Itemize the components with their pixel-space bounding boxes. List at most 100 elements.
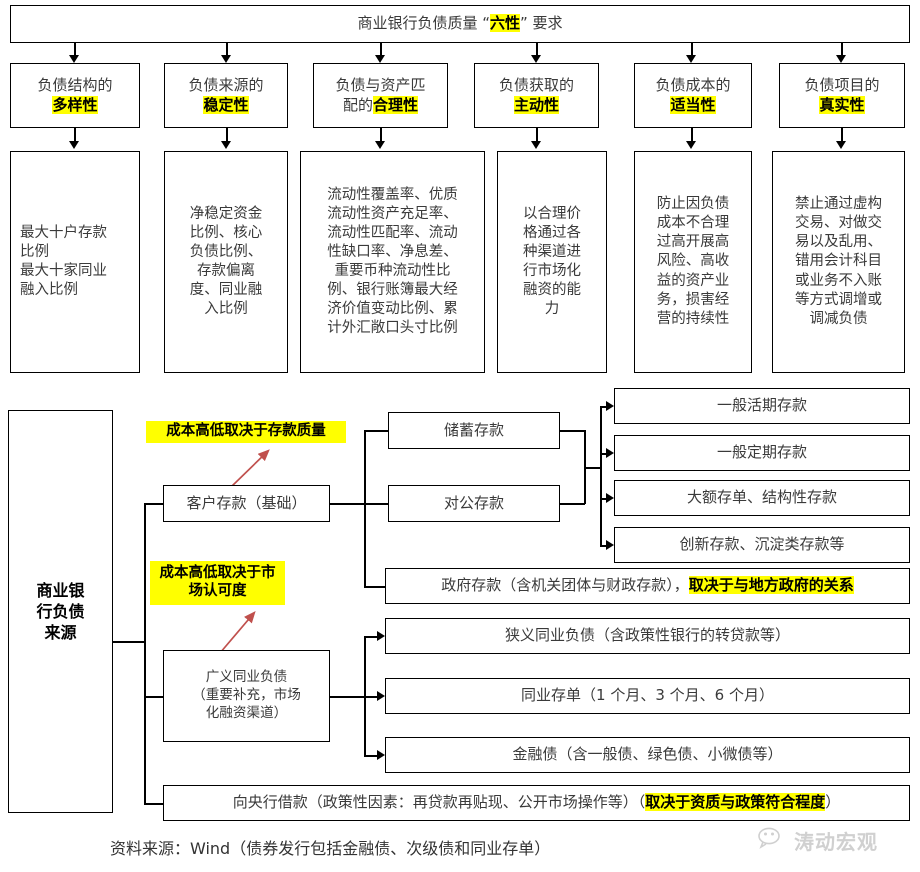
detail-5-text: 防止因负债 成本不合理 过高开展高 风险、高收 益的资产业 务，损害经 营的持续… xyxy=(657,195,730,329)
corporate-out xyxy=(560,503,585,505)
pillar-5-highlight: 适当性 xyxy=(670,95,716,114)
leaf-financial-bonds[interactable]: 金融债（含一般债、绿色债、小微债等） xyxy=(385,737,910,773)
government-deposits-text: 政府存款（含机关团体与财政存款），取决于与地方政府的关系 xyxy=(441,576,854,596)
pillar-box-6[interactable]: 负债项目的 真实性 xyxy=(779,63,905,128)
interbank-arrow-1 xyxy=(377,631,385,641)
pillar-5-text: 负债成本的 适当性 xyxy=(655,75,731,116)
deposits-spine xyxy=(364,430,366,586)
connector-title-3 xyxy=(380,43,382,56)
detail-4-l0: 以合理价 xyxy=(523,205,581,222)
detail-box-1: 最大十户存款 比例 最大十家同业 融入比例 xyxy=(10,151,140,373)
connector-title-4 xyxy=(536,43,538,56)
leaf-arrow-4 xyxy=(606,540,614,550)
root-spine xyxy=(144,503,146,804)
annotation-1-arrow xyxy=(230,449,270,488)
node-customer-deposits-label: 客户存款（基础） xyxy=(186,493,307,512)
connector-title-1 xyxy=(74,43,76,56)
source-note-text: 资料来源：Wind（债券发行包括金融债、次级债和同业存单） xyxy=(110,839,551,858)
leaf-stem-2 xyxy=(600,453,608,455)
pillar-box-2[interactable]: 负债来源的 稳定性 xyxy=(164,63,288,128)
pillar-6-prefix: 负债项目的 xyxy=(804,75,880,94)
detail-4-l5: 力 xyxy=(544,301,560,318)
detail-4-text: 以合理价 格通过各 种渠道进 行市场化 融资的能 力 xyxy=(523,205,581,320)
branch-to-deposits xyxy=(144,503,164,505)
pillar-box-1[interactable]: 负债结构的 多样性 xyxy=(10,63,140,128)
title-highlight: 六性 xyxy=(489,14,520,33)
leaf-general-demand-deposits[interactable]: 一般活期存款 xyxy=(614,388,910,424)
detail-3-l1: 流动性资产充足率、 xyxy=(327,205,458,222)
node-corporate-deposits[interactable]: 对公存款 xyxy=(388,485,560,522)
row-central-bank-borrowing[interactable]: 向央行借款（政策性因素：再贷款再贴现、公开市场操作等）（取决于资质与政策符合程度… xyxy=(163,785,910,821)
node-savings-deposits[interactable]: 储蓄存款 xyxy=(388,412,560,449)
watermark-text: 涛动宏观 xyxy=(794,830,878,854)
merge-to-leaf-spine xyxy=(584,467,601,469)
arrow-detail-6 xyxy=(836,141,846,149)
connector-pillar-1 xyxy=(74,128,76,142)
interbank-leaf-1-label: 狭义同业负债（含政策性银行的转贷款等） xyxy=(504,626,790,645)
pillar-box-4[interactable]: 负债获取的 主动性 xyxy=(474,63,599,128)
interbank-stem-1 xyxy=(364,636,379,638)
leaf-interbank-cd[interactable]: 同业存单（1 个月、3 个月、6 个月） xyxy=(385,678,910,714)
detail-2-l2: 负债比例、 xyxy=(189,243,263,260)
detail-3-l5: 例、银行账簿最大经 xyxy=(327,282,458,299)
pillar-3-prefix2: 配的 xyxy=(342,95,373,114)
connector-pillar-4 xyxy=(536,128,538,142)
leaf-innovative-settled-deposits[interactable]: 创新存款、沉淀类存款等 xyxy=(614,527,910,563)
pillar-box-3[interactable]: 负债与资产匹 配的合理性 xyxy=(313,63,448,128)
detail-4-l3: 行市场化 xyxy=(523,263,581,279)
row-government-deposits[interactable]: 政府存款（含机关团体与财政存款），取决于与地方政府的关系 xyxy=(385,568,910,604)
pillar-3-prefix: 负债与资产匹 xyxy=(335,75,426,94)
detail-5-l6: 营的持续性 xyxy=(656,310,730,327)
detail-5-l4: 益的资产业 xyxy=(656,272,730,289)
root-box-bank-liability-sources[interactable]: 商业银 行负债 来源 xyxy=(8,410,113,813)
deposits-to-savings xyxy=(364,430,388,432)
node-corporate-deposits-label: 对公存款 xyxy=(443,493,504,512)
leaf-1-label: 一般活期存款 xyxy=(716,396,807,415)
annotation-market-cost: 成本高低取决于市 场认可度 xyxy=(150,561,285,605)
pillar-3-highlight: 合理性 xyxy=(372,95,418,114)
leaf-stem-4 xyxy=(600,545,608,547)
leaf-2-label: 一般定期存款 xyxy=(716,443,807,462)
detail-5-l3: 风险、高收 xyxy=(656,253,730,270)
arrow-detail-3 xyxy=(375,141,385,149)
top-title-box: 商业银行负债质量 “六性” 要求 xyxy=(10,5,910,43)
interbank-leaf-3-label: 金融债（含一般债、绿色债、小微债等） xyxy=(512,745,783,764)
deposits-out-stem xyxy=(330,503,365,505)
gov-deposit-highlight: 取决于与地方政府的关系 xyxy=(688,576,854,595)
interbank-stem-3 xyxy=(364,755,379,757)
root-l2: 来源 xyxy=(44,623,77,643)
node-broad-interbank-liability[interactable]: 广义同业负债 （重要补充，市场 化融资渠道） xyxy=(163,650,330,742)
connector-title-2 xyxy=(226,43,228,56)
node-customer-deposits[interactable]: 客户存款（基础） xyxy=(163,485,330,522)
leaf-general-time-deposits[interactable]: 一般定期存款 xyxy=(614,435,910,471)
detail-box-5: 防止因负债 成本不合理 过高开展高 风险、高收 益的资产业 务，损害经 营的持续… xyxy=(634,151,752,373)
detail-box-3: 流动性覆盖率、优质 流动性资产充足率、 流动性匹配率、流动 性缺口率、净息差、 … xyxy=(300,151,485,373)
detail-5-l5: 务，损害经 xyxy=(656,291,730,308)
pillar-1-prefix: 负债结构的 xyxy=(37,75,113,94)
root-l0: 商业银 xyxy=(36,580,85,600)
arrow-detail-2 xyxy=(221,141,231,149)
arrow-down-5 xyxy=(686,55,696,63)
detail-6-l1: 交易、对做交 xyxy=(795,215,882,232)
detail-5-l0: 防止因负债 xyxy=(656,196,730,213)
detail-1-l2: 最大十家同业 xyxy=(20,263,107,279)
detail-3-l0: 流动性覆盖率、优质 xyxy=(327,186,458,203)
central-bank-text: 向央行借款（政策性因素：再贷款再贴现、公开市场操作等）（取决于资质与政策符合程度… xyxy=(233,793,840,813)
detail-3-l6: 济价值变动比例、累 xyxy=(327,301,458,318)
root-text: 商业银 行负债 来源 xyxy=(36,580,84,643)
detail-2-l4: 度、同业融 xyxy=(189,282,263,299)
pillar-5-prefix: 负债成本的 xyxy=(655,75,731,94)
leaf-4-label: 创新存款、沉淀类存款等 xyxy=(679,535,845,554)
pillar-box-5[interactable]: 负债成本的 适当性 xyxy=(634,63,752,128)
title-prefix: 商业银行负债质量 “ xyxy=(357,14,490,33)
detail-box-4: 以合理价 格通过各 种渠道进 行市场化 融资的能 力 xyxy=(497,151,607,373)
interbank-leaf-2-label: 同业存单（1 个月、3 个月、6 个月） xyxy=(521,686,774,705)
interbank-stem-2 xyxy=(364,696,379,698)
detail-1-l3: 融入比例 xyxy=(20,282,78,299)
detail-1-text: 最大十户存款 比例 最大十家同业 融入比例 xyxy=(15,224,107,301)
leaf-large-cd-structured-deposits[interactable]: 大额存单、结构性存款 xyxy=(614,480,910,516)
detail-3-l4: 重要币种流动性比 xyxy=(334,263,451,279)
detail-5-l2: 过高开展高 xyxy=(656,234,730,251)
leaf-narrow-interbank-liability[interactable]: 狭义同业负债（含政策性银行的转贷款等） xyxy=(385,618,910,654)
detail-1-l0: 最大十户存款 xyxy=(20,224,107,241)
